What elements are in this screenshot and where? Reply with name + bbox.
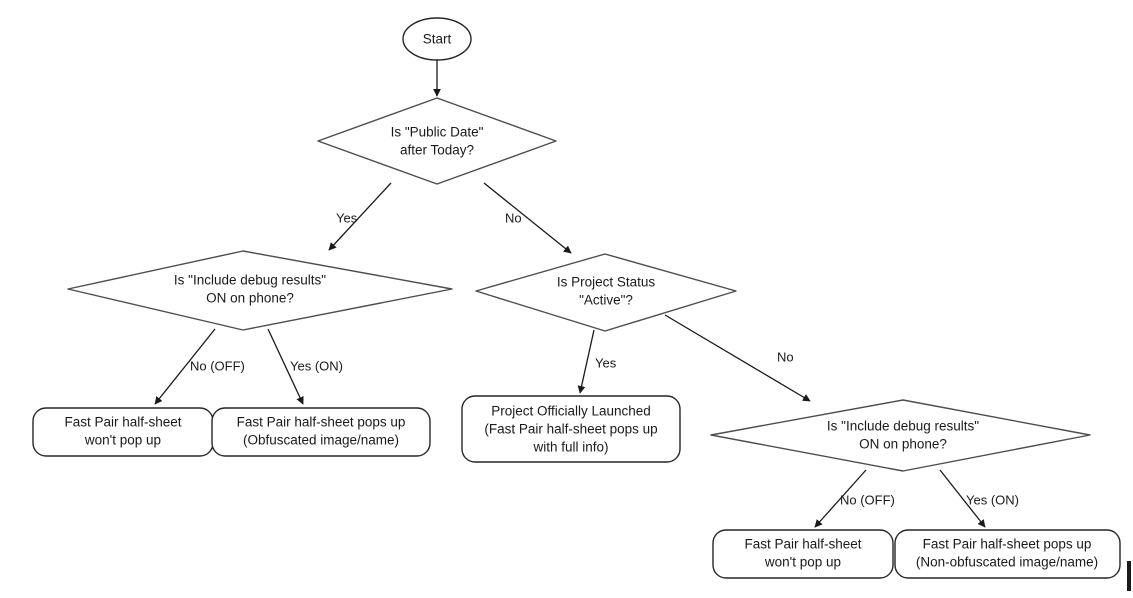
node-terminal-project-launched-line1: Project Officially Launched [491, 404, 651, 419]
edge-public-date-yes: Yes [328, 182, 392, 251]
edge-artifact-mark [1127, 561, 1131, 591]
edge-label-no-off-right: No (OFF) [840, 492, 895, 507]
edge-label-yes-public-date: Yes [336, 210, 358, 225]
node-terminal-left-on-line1: Fast Pair half-sheet pops up [237, 415, 406, 430]
node-terminal-left-off[interactable]: Fast Pair half-sheet won't pop up [32, 407, 214, 457]
edge-debug-right-yes-on: Yes (ON) [939, 469, 1019, 528]
edge-project-status-yes: Yes [577, 329, 617, 394]
edge-label-no-public-date: No [505, 210, 522, 225]
node-start[interactable]: Start [402, 17, 472, 61]
node-decision-project-status[interactable]: Is Project Status "Active"? [475, 253, 737, 332]
node-decision-debug-left-line1: Is "Include debug results" [174, 273, 326, 288]
node-decision-project-status-line1: Is Project Status [557, 275, 656, 290]
node-start-label: Start [423, 32, 452, 47]
node-terminal-right-off-line1: Fast Pair half-sheet [744, 537, 861, 552]
node-terminal-right-off[interactable]: Fast Pair half-sheet won't pop up [712, 529, 894, 579]
node-decision-public-date-line2: after Today? [400, 143, 474, 158]
edge-debug-left-yes-on: Yes (ON) [267, 328, 343, 405]
node-decision-public-date-line1: Is "Public Date" [391, 125, 484, 140]
node-terminal-left-off-line2: won't pop up [84, 433, 161, 448]
edge-label-yes-on-left: Yes (ON) [290, 358, 343, 373]
edge-label-yes-project-status: Yes [595, 355, 617, 370]
edge-label-no-project-status: No [777, 349, 794, 364]
node-terminal-right-on-line2: (Non-obfuscated image/name) [916, 555, 1098, 570]
node-terminal-right-on-line1: Fast Pair half-sheet pops up [923, 537, 1092, 552]
edge-debug-right-no-off: No (OFF) [814, 469, 895, 528]
node-decision-debug-right-line1: Is "Include debug results" [827, 419, 979, 434]
edge-label-no-off-left: No (OFF) [190, 358, 245, 373]
edge-debug-left-no-off: No (OFF) [154, 328, 245, 405]
node-terminal-left-on-line2: (Obfuscated image/name) [243, 433, 399, 448]
edge-label-yes-on-right: Yes (ON) [966, 492, 1019, 507]
edge-public-date-no: No [483, 182, 572, 254]
node-decision-debug-left-line2: ON on phone? [206, 291, 294, 306]
node-terminal-left-on[interactable]: Fast Pair half-sheet pops up (Obfuscated… [211, 407, 431, 457]
node-decision-project-status-line2: "Active"? [579, 293, 633, 308]
node-terminal-project-launched-line3: with full info) [532, 440, 608, 455]
node-terminal-left-off-line1: Fast Pair half-sheet [64, 415, 181, 430]
node-decision-debug-right-line2: ON on phone? [859, 437, 947, 452]
edge-project-status-no: No [664, 314, 811, 402]
node-terminal-right-off-line2: won't pop up [764, 555, 841, 570]
node-terminal-project-launched-line2: (Fast Pair half-sheet pops up [484, 422, 657, 437]
node-terminal-right-on[interactable]: Fast Pair half-sheet pops up (Non-obfusc… [894, 529, 1121, 579]
node-decision-debug-right[interactable]: Is "Include debug results" ON on phone? [710, 399, 1091, 472]
node-decision-public-date[interactable]: Is "Public Date" after Today? [317, 97, 557, 185]
node-decision-debug-left[interactable]: Is "Include debug results" ON on phone? [67, 250, 453, 331]
node-terminal-project-launched[interactable]: Project Officially Launched (Fast Pair h… [461, 395, 681, 463]
